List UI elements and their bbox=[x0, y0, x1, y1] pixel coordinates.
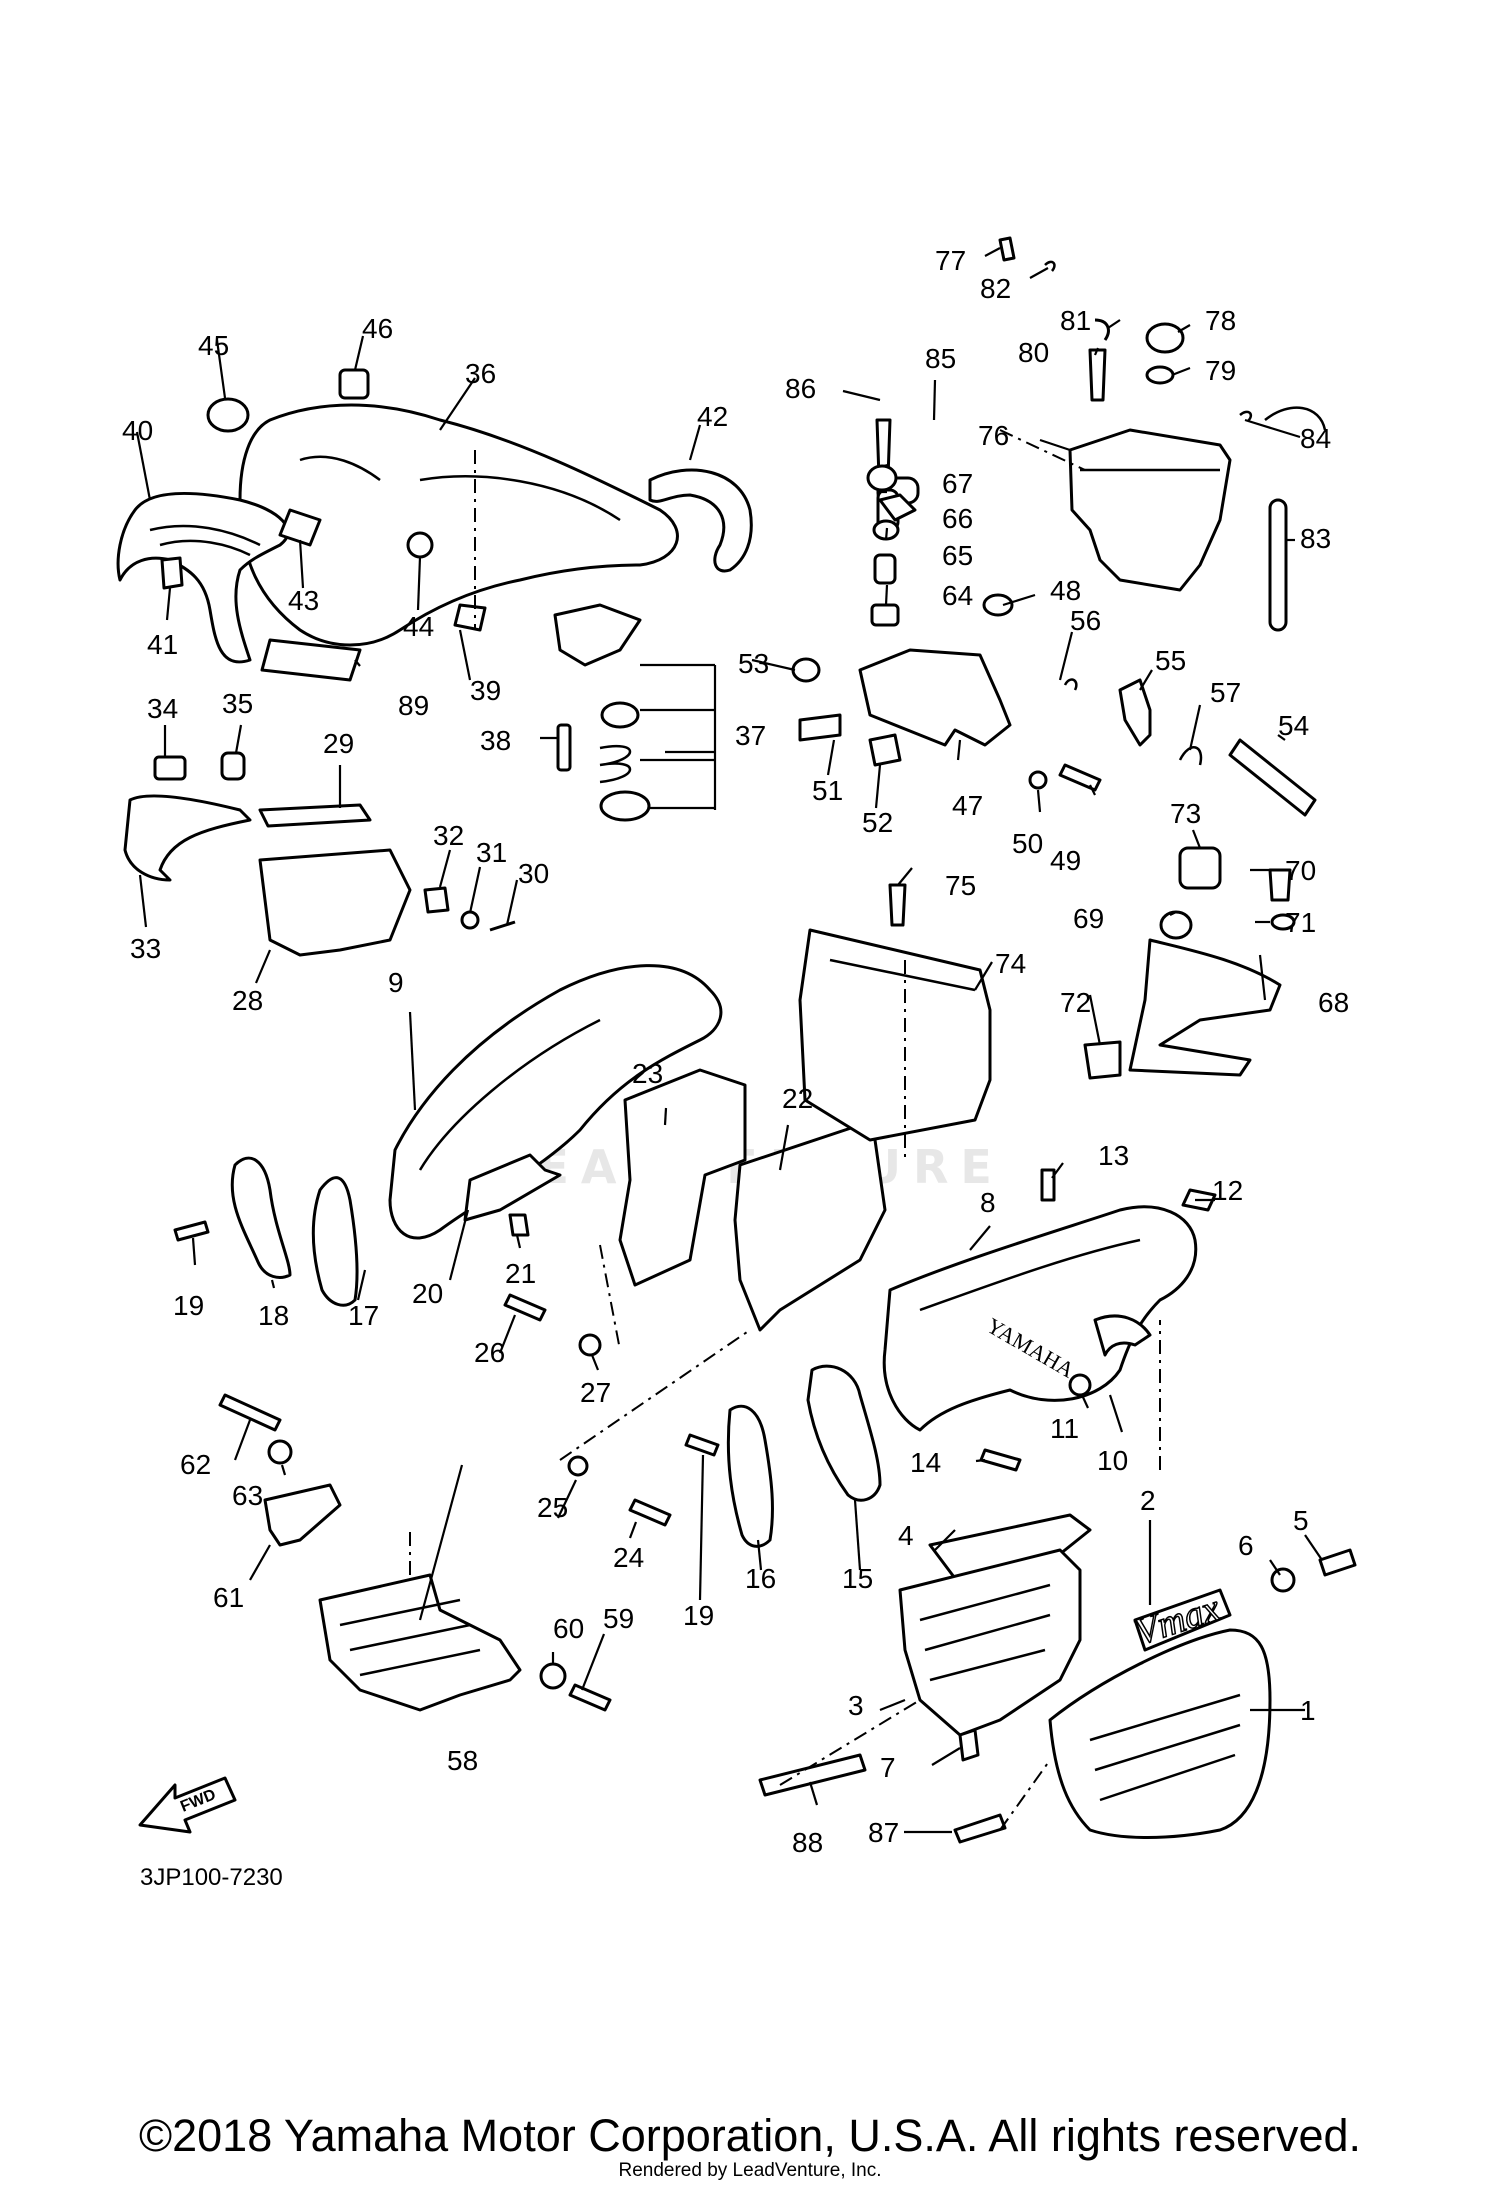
callout-26: 26 bbox=[474, 1337, 505, 1368]
dash-assembly-lines bbox=[409, 429, 1161, 1831]
callout-30: 30 bbox=[518, 858, 549, 889]
callout-62: 62 bbox=[180, 1449, 211, 1480]
callout-13: 13 bbox=[1098, 1140, 1129, 1171]
callout-33: 33 bbox=[130, 933, 161, 964]
callout-46: 46 bbox=[362, 313, 393, 344]
callout-20: 20 bbox=[412, 1278, 443, 1309]
callout-4: 4 bbox=[898, 1520, 914, 1551]
callout-89: 89 bbox=[398, 690, 429, 721]
callout-64: 64 bbox=[942, 580, 973, 611]
callout-82: 82 bbox=[980, 273, 1011, 304]
callout-45: 45 bbox=[198, 330, 229, 361]
callout-25: 25 bbox=[537, 1492, 568, 1523]
callout-7: 7 bbox=[880, 1752, 896, 1783]
callout-52: 52 bbox=[862, 807, 893, 838]
callout-87: 87 bbox=[868, 1817, 899, 1848]
callout-67: 67 bbox=[942, 468, 973, 499]
callout-19-lower: 19 bbox=[683, 1600, 714, 1631]
callout-42: 42 bbox=[697, 401, 728, 432]
leader-lines bbox=[135, 247, 1323, 1834]
callout-66: 66 bbox=[942, 503, 973, 534]
callout-51: 51 bbox=[812, 775, 843, 806]
callout-78: 78 bbox=[1205, 305, 1236, 336]
callout-27: 27 bbox=[580, 1377, 611, 1408]
callout-81: 81 bbox=[1060, 305, 1091, 336]
callout-61: 61 bbox=[213, 1582, 244, 1613]
callout-71: 71 bbox=[1285, 907, 1316, 938]
callout-59: 59 bbox=[603, 1603, 634, 1634]
rendered-by-credit: Rendered by LeadVenture, Inc. bbox=[618, 2160, 882, 2181]
callout-69: 69 bbox=[1073, 903, 1104, 934]
callout-38: 38 bbox=[480, 725, 511, 756]
callout-31: 31 bbox=[476, 837, 507, 868]
callout-76: 76 bbox=[978, 420, 1009, 451]
callout-48: 48 bbox=[1050, 575, 1081, 606]
callout-85: 85 bbox=[925, 343, 956, 374]
callout-3: 3 bbox=[848, 1690, 864, 1721]
callout-34: 34 bbox=[147, 693, 178, 724]
callout-88: 88 bbox=[792, 1827, 823, 1858]
callout-19-left: 19 bbox=[173, 1290, 204, 1321]
callout-83: 83 bbox=[1300, 523, 1331, 554]
callout-47: 47 bbox=[952, 790, 983, 821]
callout-53: 53 bbox=[738, 648, 769, 679]
callout-70: 70 bbox=[1285, 855, 1316, 886]
callout-15: 15 bbox=[842, 1563, 873, 1594]
callout-10: 10 bbox=[1097, 1445, 1128, 1476]
callout-1: 1 bbox=[1300, 1695, 1316, 1726]
callout-6: 6 bbox=[1238, 1530, 1254, 1561]
callout-54: 54 bbox=[1278, 710, 1309, 741]
callout-68: 68 bbox=[1318, 987, 1349, 1018]
callout-8: 8 bbox=[980, 1187, 996, 1218]
callout-39: 39 bbox=[470, 675, 501, 706]
callout-29: 29 bbox=[323, 728, 354, 759]
callout-22: 22 bbox=[782, 1083, 813, 1114]
callout-24: 24 bbox=[613, 1542, 644, 1573]
callout-57: 57 bbox=[1210, 677, 1241, 708]
callout-36: 36 bbox=[465, 358, 496, 389]
callout-55: 55 bbox=[1155, 645, 1186, 676]
callout-73: 73 bbox=[1170, 798, 1201, 829]
callout-44: 44 bbox=[403, 611, 434, 642]
callout-86: 86 bbox=[785, 373, 816, 404]
callout-18: 18 bbox=[258, 1300, 289, 1331]
callout-14: 14 bbox=[910, 1447, 941, 1478]
callout-74: 74 bbox=[995, 948, 1026, 979]
callout-labels: 1 2 3 4 5 6 7 8 9 10 11 12 13 14 15 16 1… bbox=[122, 245, 1349, 1858]
callout-35: 35 bbox=[222, 688, 253, 719]
callout-37: 37 bbox=[735, 720, 766, 751]
callout-17: 17 bbox=[348, 1300, 379, 1331]
callout-11: 11 bbox=[1050, 1413, 1079, 1444]
callout-80: 80 bbox=[1018, 337, 1049, 368]
callout-2: 2 bbox=[1140, 1485, 1156, 1516]
callout-58: 58 bbox=[447, 1745, 478, 1776]
callout-79: 79 bbox=[1205, 355, 1236, 386]
callout-63: 63 bbox=[232, 1480, 263, 1511]
callout-84: 84 bbox=[1300, 423, 1331, 454]
callout-5: 5 bbox=[1293, 1505, 1309, 1536]
callout-72: 72 bbox=[1060, 987, 1091, 1018]
callout-23: 23 bbox=[632, 1058, 663, 1089]
callout-60: 60 bbox=[553, 1613, 584, 1644]
callout-21: 21 bbox=[505, 1258, 536, 1289]
callout-65: 65 bbox=[942, 540, 973, 571]
callout-40: 40 bbox=[122, 415, 153, 446]
callout-50: 50 bbox=[1012, 828, 1043, 859]
part-shapes bbox=[116, 236, 1357, 1844]
fwd-arrow: FWD bbox=[138, 1776, 237, 1834]
callout-75: 75 bbox=[945, 870, 976, 901]
callout-16: 16 bbox=[745, 1563, 776, 1594]
callout-77: 77 bbox=[935, 245, 966, 276]
callout-9: 9 bbox=[388, 967, 404, 998]
callout-41: 41 bbox=[147, 629, 178, 660]
copyright-notice: ©2018 Yamaha Motor Corporation, U.S.A. A… bbox=[138, 2110, 1362, 2161]
callout-43: 43 bbox=[288, 585, 319, 616]
callout-12: 12 bbox=[1212, 1175, 1243, 1206]
callout-32: 32 bbox=[433, 820, 464, 851]
diagram-code: 3JP100-7230 bbox=[140, 1864, 283, 1891]
callout-56: 56 bbox=[1070, 605, 1101, 636]
callout-49: 49 bbox=[1050, 845, 1081, 876]
callout-28: 28 bbox=[232, 985, 263, 1016]
